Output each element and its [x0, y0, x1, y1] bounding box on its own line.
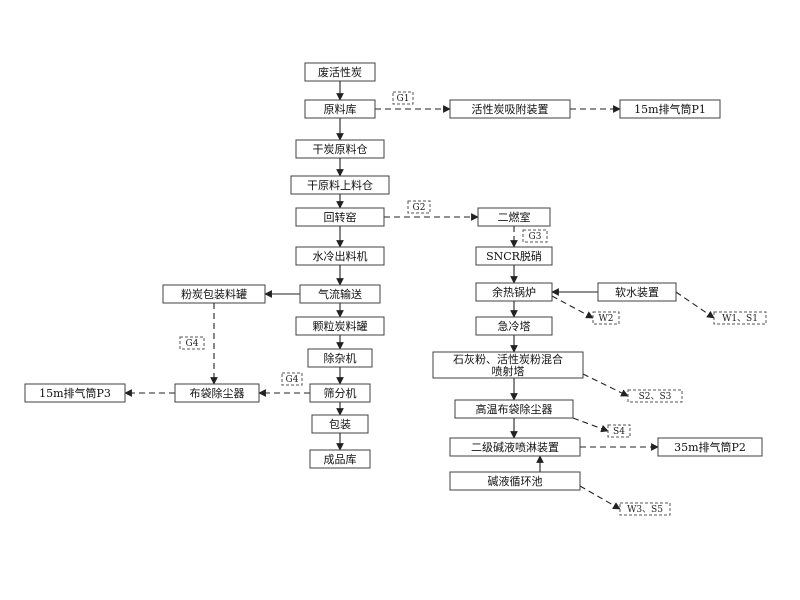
process-node-label: 气流输送: [318, 287, 362, 301]
process-node-n26: 成品库: [309, 449, 371, 469]
process-node-label: 干原料上料仓: [307, 178, 373, 192]
process-node-label: 粉炭包装料罐: [181, 287, 247, 301]
process-node-n14: 软水装置: [597, 282, 677, 302]
flow-arrow-28: [551, 295, 594, 319]
process-node-n16: 急冷塔: [475, 316, 553, 336]
process-node-n19: 15m排气筒P3: [24, 383, 126, 403]
process-node-n23: 包装: [311, 414, 369, 434]
emission-tag-t1: G1: [392, 91, 414, 105]
process-node-label: 活性炭吸附装置: [472, 102, 549, 116]
process-node-n4: 15m排气筒P1: [619, 99, 721, 119]
emission-tag-t9: S4: [607, 424, 631, 438]
process-node-n25: 35m排气筒P2: [657, 437, 763, 457]
emission-tag-label: G3: [529, 232, 542, 242]
process-node-label: 除杂机: [324, 351, 357, 365]
edges: [124, 81, 715, 510]
process-node-n2: 原料库: [304, 99, 376, 119]
emission-tag-t7: W1、S1: [713, 311, 767, 325]
flow-arrow-32: [579, 485, 621, 510]
process-node-label: 15m排气筒P1: [634, 102, 706, 116]
process-node-n10: SNCR脱硝: [475, 246, 553, 266]
process-node-n15: 颗粒炭料罐: [295, 316, 385, 336]
process-node-label: 二燃室: [498, 210, 531, 224]
emission-tag-label: G4: [286, 375, 299, 385]
emission-tag-t4: G4: [179, 336, 205, 350]
flow-arrow-31: [572, 417, 609, 433]
process-node-label: 干炭原料仓: [313, 142, 368, 156]
process-node-label: 急冷塔: [498, 319, 531, 333]
process-node-label: 成品库: [324, 453, 357, 466]
process-node-label: 15m排气筒P3: [39, 386, 111, 400]
process-node-n3: 活性炭吸附装置: [449, 99, 571, 119]
emission-tag-t10: W3、S5: [619, 502, 671, 516]
process-node-label: 软水装置: [615, 285, 659, 299]
process-node-n27: 碱液循环池: [449, 471, 581, 491]
process-node-n1: 废活性炭: [304, 62, 376, 82]
process-node-label: 石灰粉、活性炭粉混合: [453, 352, 563, 366]
process-node-label: 布袋除尘器: [190, 386, 245, 400]
emission-tag-label: G1: [397, 94, 410, 104]
process-node-n12: 气流输送: [299, 284, 381, 304]
process-node-n9: 水冷出料机: [295, 246, 385, 266]
process-node-label: 筛分机: [324, 386, 357, 400]
emission-tag-t2: G2: [407, 200, 431, 214]
process-node-label: 颗粒炭料罐: [313, 319, 368, 333]
emission-tag-label: S2、S3: [639, 392, 672, 402]
process-node-label: 废活性炭: [318, 65, 362, 79]
flow-arrow-30: [582, 373, 629, 397]
process-node-n7: 回转窑: [295, 207, 385, 227]
process-node-label: 回转窑: [324, 210, 357, 224]
emission-tag-t5: G4: [281, 372, 303, 386]
process-node-label: 高温布袋除尘器: [476, 402, 553, 416]
process-node-label: SNCR脱硝: [486, 249, 542, 263]
flow-arrow-29: [675, 291, 715, 319]
process-node-label: 包装: [329, 418, 351, 431]
emission-tag-label: W1、S1: [722, 314, 758, 324]
emission-tag-label: W3、S5: [627, 505, 663, 515]
emission-tag-t6: W2: [592, 311, 620, 325]
process-node-n20: 布袋除尘器: [174, 383, 260, 403]
process-node-label-line2: 喷射塔: [492, 364, 525, 378]
process-node-label: 二级碱液喷淋装置: [471, 440, 559, 454]
emission-tag-t8: S2、S3: [627, 389, 683, 403]
process-node-n8: 二燃室: [477, 207, 551, 227]
process-node-label: 35m排气筒P2: [674, 440, 746, 454]
emission-tag-t3: G3: [522, 229, 548, 243]
process-node-n24: 二级碱液喷淋装置: [449, 437, 581, 457]
process-node-n6: 干原料上料仓: [290, 175, 390, 195]
process-node-label: 原料库: [324, 102, 357, 116]
process-node-n5: 干炭原料仓: [295, 139, 385, 159]
emission-tag-label: G2: [413, 203, 426, 213]
process-node-n17: 除杂机: [307, 348, 373, 368]
process-node-n11: 粉炭包装料罐: [162, 284, 266, 304]
process-node-label: 碱液循环池: [488, 474, 543, 488]
process-node-n21: 筛分机: [309, 383, 371, 403]
process-node-n13: 余热锅炉: [475, 282, 553, 302]
emission-tag-label: S4: [613, 427, 625, 437]
process-node-label: 水冷出料机: [313, 249, 368, 263]
process-node-label: 余热锅炉: [492, 285, 536, 299]
emission-tag-label: W2: [599, 314, 614, 324]
emission-tag-label: G4: [186, 339, 199, 349]
process-node-n22: 高温布袋除尘器: [454, 399, 574, 419]
